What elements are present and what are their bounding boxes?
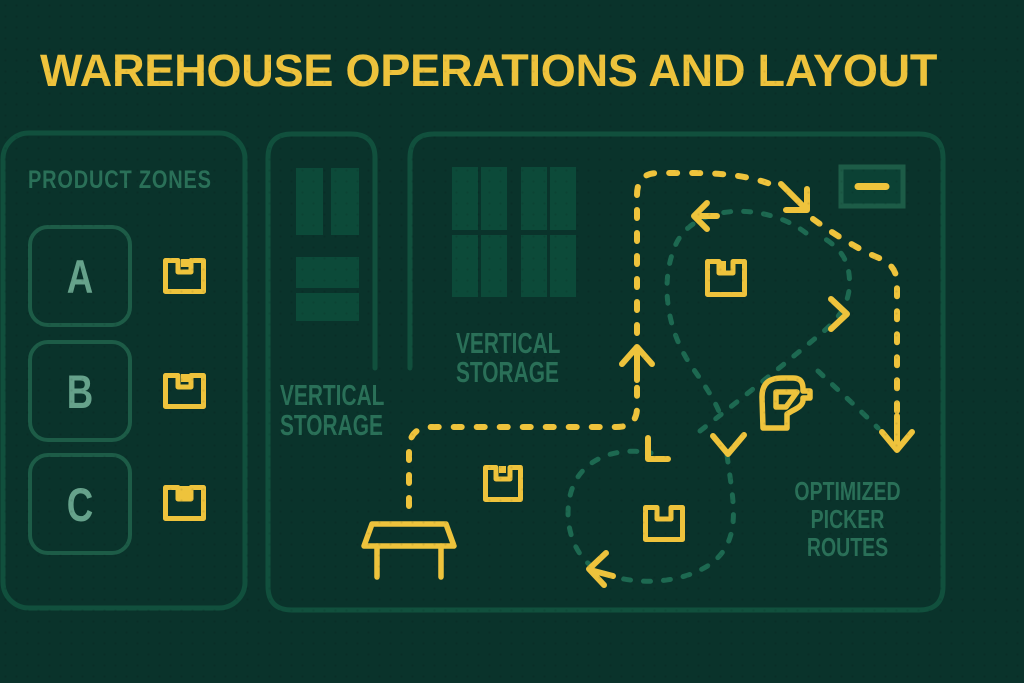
zone-c-tile: C [28, 453, 132, 555]
vertical-storage-small-label: VERTICAL STORAGE [280, 380, 385, 442]
zone-c-letter: C [66, 477, 94, 531]
route-chevron-right [828, 296, 850, 332]
route-arrow-up [619, 344, 655, 383]
zone-c-box-icon [163, 485, 206, 521]
main-picker-route [406, 170, 900, 509]
optimized-picker-routes-label: OPTIMIZED PICKER ROUTES [794, 476, 901, 562]
dock-door-icon [838, 164, 906, 209]
route-chevron-down [710, 432, 747, 457]
floor-box-icon-1 [705, 259, 747, 297]
shelves-large [452, 167, 576, 297]
route-arrow-down [879, 413, 915, 453]
storage-floor-outline [265, 131, 946, 613]
zone-a-tile: A [28, 225, 132, 327]
alt-picker-route [565, 208, 881, 584]
floor-box-icon-3 [483, 465, 523, 502]
route-arrow-left-curve [586, 550, 616, 588]
route-arrow-left [691, 200, 720, 232]
floor-box-icon-2 [643, 505, 685, 542]
barcode-scanner-icon [759, 375, 813, 431]
product-zones-panel [0, 130, 248, 611]
route-corner-bracket [645, 435, 671, 462]
zone-b-letter: B [66, 364, 94, 418]
zone-b-tile: B [28, 340, 132, 442]
packing-table-icon [361, 521, 457, 580]
shelves-small [296, 168, 359, 321]
zone-a-letter: A [66, 249, 94, 303]
zone-a-box-icon [163, 258, 206, 294]
diagram-title: WAREHOUSE OPERATIONS AND LAYOUT [40, 45, 938, 96]
product-zones-label: PRODUCT ZONES [28, 166, 212, 194]
route-arrow-down-right [778, 181, 810, 213]
vertical-storage-large-label: VERTICAL STORAGE [456, 328, 561, 389]
zone-b-box-icon [163, 373, 206, 409]
